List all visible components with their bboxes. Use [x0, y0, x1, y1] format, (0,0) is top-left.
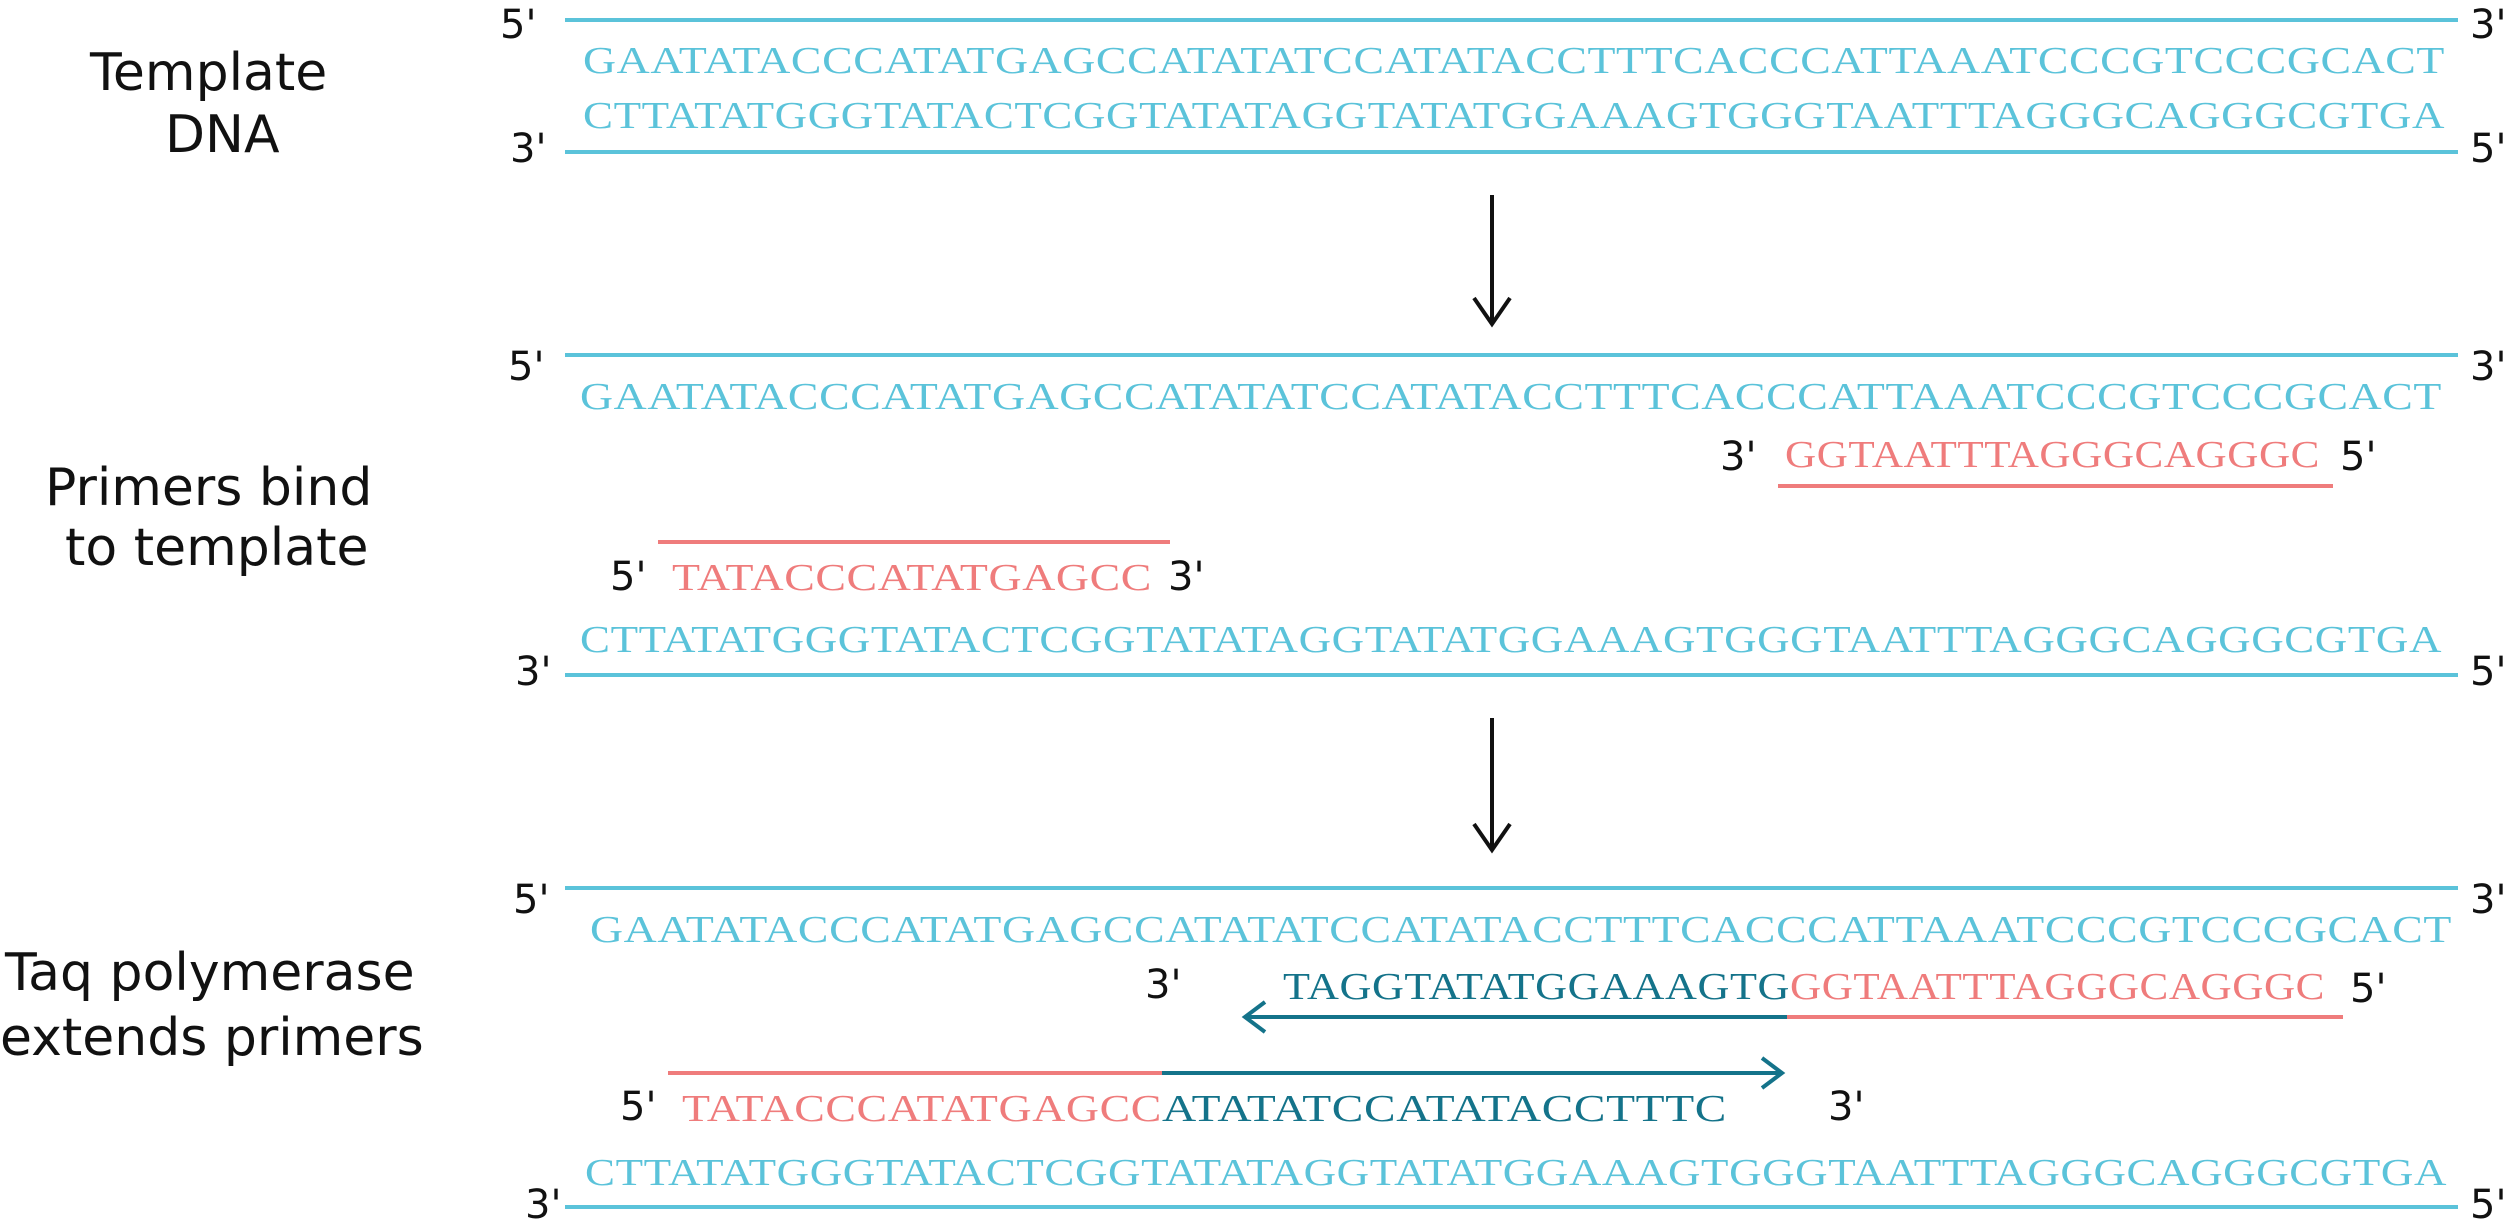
- forward-extension-sequence: ATATATCCATATACCTTTC: [1162, 1088, 1727, 1130]
- reverse-primer-3prime: 3': [1720, 434, 1756, 480]
- stage3-forward-primer-sequence: TATACCCATATGAGCC: [682, 1088, 1162, 1130]
- stage3-reverse-primer-5prime: 5': [2350, 966, 2386, 1012]
- stage3-bottom-3prime: 3': [525, 1182, 561, 1226]
- stage2-top-5prime: 5': [508, 344, 544, 390]
- stage3-bottom-sequence: CTTATATGGGTATACTCGGTATATAGGTATATGGAAAGTG…: [585, 1152, 2447, 1194]
- reverse-primer-sequence: GGTAATTTAGGGCAGGGC: [1785, 434, 2320, 476]
- forward-primer-sequence: TATACCCATATGAGCC: [672, 557, 1152, 599]
- stage3-top-5prime: 5': [513, 877, 549, 923]
- forward-extension-arrowhead: [1760, 1056, 1786, 1090]
- stage2-bottom-5prime: 5': [2470, 649, 2506, 695]
- label-bind-line1: Primers bind: [45, 458, 372, 518]
- stage1-top-5prime: 5': [500, 2, 536, 48]
- label-template-line2: DNA: [165, 105, 280, 165]
- stage2-top-3prime: 3': [2470, 344, 2506, 390]
- reverse-extension-3prime: 3': [1145, 962, 1181, 1008]
- stage2-bottom-3prime: 3': [515, 649, 551, 695]
- forward-primer-5prime: 5': [610, 554, 646, 600]
- step-arrow-1-head: [1472, 296, 1512, 328]
- stage1-bottom-5prime: 5': [2470, 126, 2506, 172]
- stage3-reverse-primer-sequence: GGTAATTTAGGGCAGGGC: [1790, 966, 2325, 1008]
- reverse-extension-sequence: TAGGTATATGGAAAGTG: [1283, 966, 1790, 1008]
- stage3-forward-primer-5prime: 5': [620, 1084, 656, 1130]
- label-extend-line2: extends primers: [0, 1008, 424, 1068]
- forward-primer-3prime: 3': [1168, 554, 1204, 600]
- label-bind-line2: to template: [65, 518, 368, 578]
- stage1-bottom-sequence: CTTATATGGGTATACTCGGTATATAGGTATATGGAAAGTG…: [583, 95, 2445, 137]
- stage2-bottom-sequence: CTTATATGGGTATACTCGGTATATAGGTATATGGAAAGTG…: [580, 619, 2442, 661]
- stage3-top-3prime: 3': [2470, 877, 2506, 923]
- forward-extension-3prime: 3': [1828, 1084, 1864, 1130]
- label-extend-line1: Taq polymerase: [4, 943, 415, 1003]
- step-arrow-2-head: [1472, 822, 1512, 854]
- reverse-primer-5prime: 5': [2340, 434, 2376, 480]
- stage3-top-sequence: GAATATACCCATATGAGCCATATATCCATATACCTTTCAC…: [590, 909, 2452, 951]
- stage1-top-3prime: 3': [2470, 2, 2506, 48]
- label-template-line1: Template: [89, 43, 327, 103]
- stage3-bottom-5prime: 5': [2470, 1182, 2506, 1226]
- stage2-top-sequence: GAATATACCCATATGAGCCATATATCCATATACCTTTCAC…: [580, 376, 2442, 418]
- stage1-bottom-3prime: 3': [510, 126, 546, 172]
- stage1-top-sequence: GAATATACCCATATGAGCCATATATCCATATACCTTTCAC…: [583, 40, 2445, 82]
- reverse-extension-arrowhead: [1241, 1000, 1267, 1034]
